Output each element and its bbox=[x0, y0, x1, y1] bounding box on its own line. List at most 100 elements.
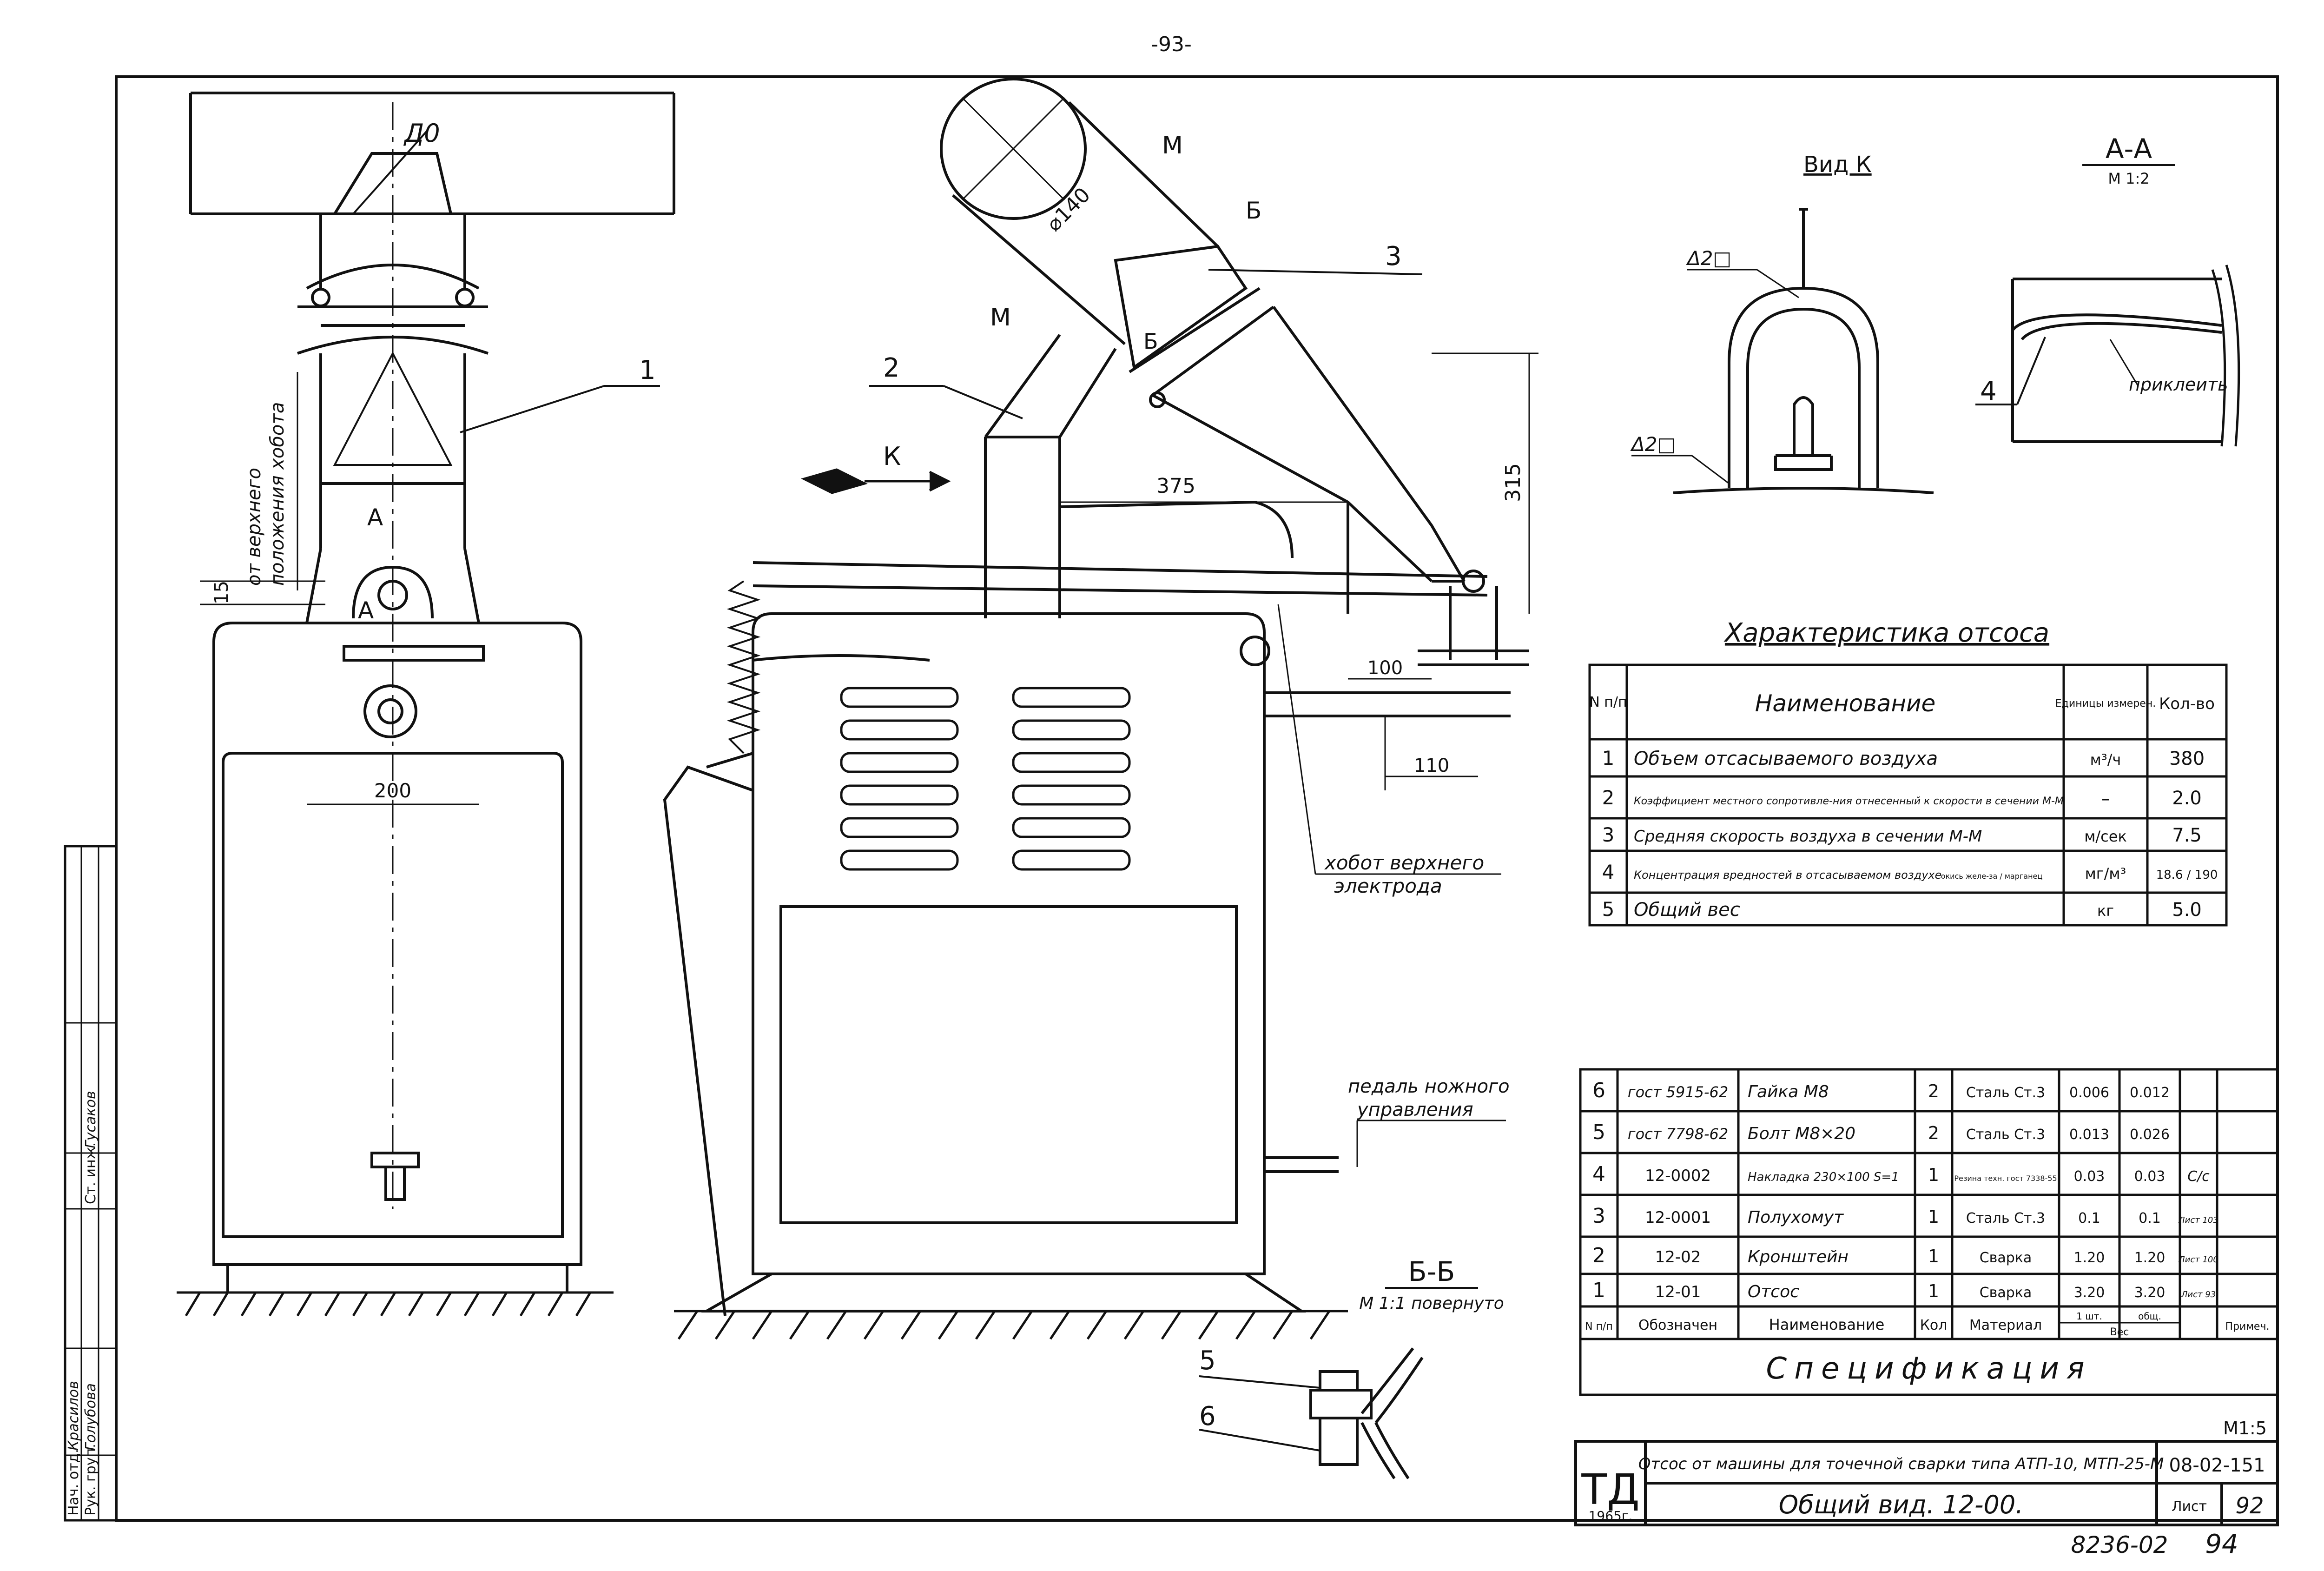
aa-drawing bbox=[2011, 265, 2240, 447]
spec-row-2: 2 12-02 Кронштейн 1 Сварка 1.20 1.20 Лис… bbox=[1592, 1244, 2218, 1267]
svg-text:0.013: 0.013 bbox=[2069, 1127, 2109, 1143]
svg-text:Сварка: Сварка bbox=[1980, 1285, 2032, 1301]
pedal-note-1: педаль ножного bbox=[1348, 1076, 1510, 1097]
side-stamp: Нач. отд. Красилов Рук. груп. Голубова С… bbox=[64, 845, 118, 1522]
section-a-upper: А bbox=[367, 504, 383, 531]
title-year: 1965г. bbox=[1589, 1508, 1633, 1524]
char-r4-val: 18.6 / 190 bbox=[2156, 868, 2218, 882]
svg-text:Гусаков: Гусаков bbox=[83, 1091, 99, 1148]
svg-text:2: 2 bbox=[1592, 1244, 1605, 1267]
specification-table bbox=[1579, 1068, 2279, 1396]
callout-3: 3 bbox=[1385, 241, 1402, 272]
char-h-qty: Кол-во bbox=[2159, 695, 2215, 713]
view-k-d2-side: Δ2□ bbox=[1630, 433, 1676, 456]
pedal-note-2: управления bbox=[1357, 1099, 1473, 1120]
char-r4-name: Концентрация вредностей в отсасываемом в… bbox=[1634, 868, 1941, 882]
sheet-frame bbox=[115, 75, 2279, 1522]
svg-text:1 шт.: 1 шт. bbox=[2076, 1311, 2102, 1322]
spring bbox=[726, 580, 761, 754]
svg-text:0.012: 0.012 bbox=[2130, 1085, 2170, 1101]
svg-text:Рук. груп.: Рук. груп. bbox=[83, 1444, 99, 1516]
svg-text:0.1: 0.1 bbox=[2078, 1210, 2100, 1226]
svg-text:Полухомут: Полухомут bbox=[1748, 1208, 1844, 1227]
svg-text:0.1: 0.1 bbox=[2139, 1210, 2161, 1226]
dim-315: 315 bbox=[1501, 463, 1525, 502]
ground-side bbox=[674, 1310, 1348, 1340]
char-r2-val: 2.0 bbox=[2172, 788, 2202, 809]
char-r2-n: 2 bbox=[1602, 786, 1615, 809]
svg-text:Кронштейн: Кронштейн bbox=[1748, 1247, 1849, 1266]
aa-title: А-А bbox=[2106, 133, 2152, 165]
svg-text:2: 2 bbox=[1928, 1123, 1939, 1143]
char-h-unit: Единицы измерен. bbox=[2055, 698, 2156, 709]
view-k-arrow bbox=[801, 468, 951, 494]
spec-row-4: 4 12-0002 Накладка 230×100 S=1 1 Резина … bbox=[1592, 1162, 2210, 1186]
svg-text:Сварка: Сварка bbox=[1980, 1250, 2032, 1266]
svg-text:Примеч.: Примеч. bbox=[2225, 1321, 2270, 1332]
spec-title: Спецификация bbox=[1766, 1352, 2092, 1386]
dim-200: 200 bbox=[374, 779, 411, 802]
svg-text:Нач. отд.: Нач. отд. bbox=[66, 1449, 82, 1516]
section-m-top: М bbox=[1162, 132, 1183, 159]
bb-drawing bbox=[1309, 1347, 1424, 1479]
dim-100: 100 bbox=[1367, 657, 1403, 679]
svg-text:Обозначен: Обозначен bbox=[1638, 1317, 1717, 1333]
callout-5: 5 bbox=[1199, 1346, 1216, 1376]
svg-text:Ст. инж.: Ст. инж. bbox=[83, 1142, 99, 1204]
bb-scale: М 1:1 повернуто bbox=[1359, 1294, 1504, 1313]
hobot-note-1: хобот верхнего bbox=[1324, 851, 1484, 874]
char-r2-name: Коэффициент местного сопротивле-ния отне… bbox=[1634, 795, 2064, 807]
svg-text:Гайка М8: Гайка М8 bbox=[1748, 1082, 1829, 1101]
char-h-name: Наименование bbox=[1755, 690, 1936, 717]
char-r4-unit: мг/м³ bbox=[2085, 865, 2126, 882]
char-r2-unit: – bbox=[2101, 789, 2110, 809]
spec-row-1: 1 12-01 Отсос 1 Сварка 3.20 3.20 Лист 93 bbox=[1592, 1279, 2216, 1302]
dim-110: 110 bbox=[1414, 755, 1449, 776]
char-r1-n: 1 bbox=[1602, 747, 1615, 769]
section-a-lower: А bbox=[358, 597, 374, 624]
callout-6: 6 bbox=[1199, 1401, 1216, 1432]
dim-375: 375 bbox=[1156, 474, 1195, 498]
svg-text:1: 1 bbox=[1928, 1246, 1939, 1266]
svg-text:3.20: 3.20 bbox=[2134, 1285, 2166, 1301]
svg-text:2: 2 bbox=[1928, 1081, 1939, 1101]
svg-text:3: 3 bbox=[1592, 1204, 1605, 1228]
glue-note: приклеить bbox=[2129, 374, 2228, 395]
logo-td: ТД bbox=[1581, 1465, 1639, 1514]
svg-text:12-0001: 12-0001 bbox=[1645, 1208, 1711, 1227]
svg-text:12-0002: 12-0002 bbox=[1645, 1167, 1711, 1185]
spec-row-5: 5 гост 7798-62 Болт М8×20 2 Сталь Ст.3 0… bbox=[1592, 1120, 2170, 1144]
svg-text:3.20: 3.20 bbox=[2074, 1285, 2105, 1301]
svg-text:1: 1 bbox=[1928, 1281, 1939, 1301]
label-d0: Д0 bbox=[403, 119, 440, 148]
svg-text:Материал: Материал bbox=[1969, 1317, 2042, 1333]
svg-text:общ.: общ. bbox=[2138, 1311, 2161, 1322]
sheet-number: 92 bbox=[2235, 1493, 2264, 1519]
spec-header: N п/п Обозначен Наименование Кол Материа… bbox=[1585, 1311, 2269, 1338]
svg-text:Лист 100: Лист 100 bbox=[2178, 1255, 2218, 1265]
svg-text:5: 5 bbox=[1592, 1120, 1605, 1144]
svg-text:Сталь Ст.3: Сталь Ст.3 bbox=[1966, 1210, 2045, 1226]
side-view bbox=[663, 78, 1529, 1316]
char-r3-name: Средняя скорость воздуха в сечении М-М bbox=[1634, 827, 1982, 846]
title-subtitle: Общий вид. 12-00. bbox=[1779, 1490, 2024, 1519]
svg-text:0.026: 0.026 bbox=[2130, 1127, 2170, 1143]
callout-1: 1 bbox=[639, 355, 656, 385]
page-number: -93- bbox=[1151, 33, 1192, 56]
svg-text:Сталь Ст.3: Сталь Ст.3 bbox=[1966, 1085, 2045, 1101]
svg-text:Лист 93: Лист 93 bbox=[2181, 1290, 2216, 1299]
section-m-bottom: М bbox=[990, 304, 1011, 331]
archive-number: 8236-02 bbox=[2071, 1531, 2168, 1558]
char-r4-n: 4 bbox=[1602, 861, 1615, 883]
vertical-note-2: положения хобота bbox=[267, 402, 288, 586]
svg-text:1.20: 1.20 bbox=[2134, 1250, 2166, 1266]
char-r1-val: 380 bbox=[2169, 748, 2205, 769]
svg-text:1: 1 bbox=[1592, 1279, 1605, 1302]
bottom-page: 94 bbox=[2205, 1529, 2238, 1559]
svg-text:Резина техн. гост 7338-55: Резина техн. гост 7338-55 bbox=[1954, 1174, 2057, 1183]
svg-text:12-02: 12-02 bbox=[1655, 1248, 1701, 1266]
svg-text:Красилов: Красилов bbox=[66, 1381, 82, 1451]
svg-text:С/с: С/с bbox=[2187, 1168, 2210, 1185]
callout-2: 2 bbox=[883, 353, 900, 383]
